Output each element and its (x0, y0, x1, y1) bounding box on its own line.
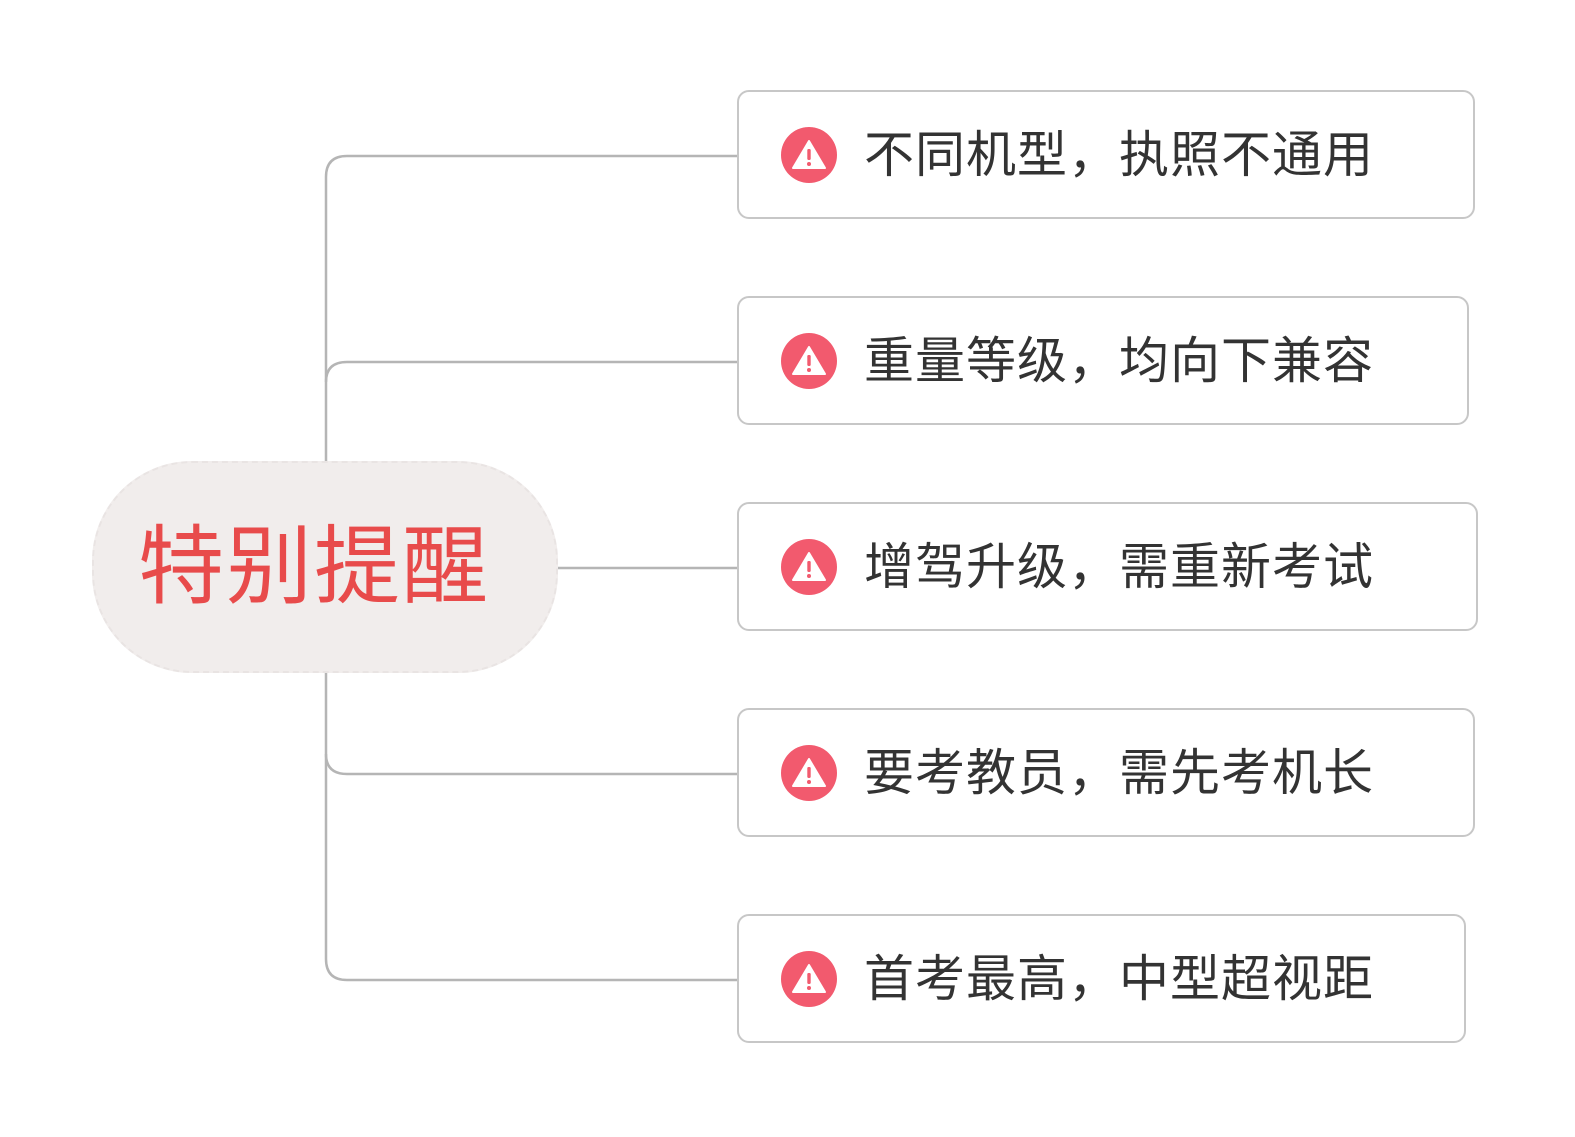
branch-label: 不同机型，执照不通用 (864, 125, 1374, 184)
connector-branch-2 (324, 360, 737, 383)
warning-triangle-icon (781, 538, 837, 595)
branch-node-4[interactable]: 要考教员，需先考机长 (737, 708, 1475, 837)
branch-label: 首考最高，中型超视距 (864, 949, 1374, 1008)
branch-node-5[interactable]: 首考最高，中型超视距 (737, 914, 1466, 1043)
connector-branch-1 (324, 154, 737, 461)
branch-node-1[interactable]: 不同机型，执照不通用 (737, 90, 1475, 219)
warning-triangle-icon (781, 744, 837, 801)
warning-triangle-icon (781, 332, 837, 389)
warning-triangle-icon (781, 126, 837, 183)
branch-node-3[interactable]: 增驾升级，需重新考试 (737, 502, 1478, 631)
branch-label: 增驾升级，需重新考试 (864, 537, 1374, 596)
central-topic-title: 特别提醒 (138, 517, 490, 617)
branch-label: 要考教员，需先考机长 (864, 743, 1374, 802)
connector-branch-4 (324, 753, 737, 776)
branch-node-2[interactable]: 重量等级，均向下兼容 (737, 296, 1469, 425)
branch-label: 重量等级，均向下兼容 (864, 331, 1374, 390)
central-topic[interactable]: 特别提醒 (92, 461, 558, 673)
warning-triangle-icon (781, 950, 837, 1007)
connector-branch-5 (324, 673, 737, 982)
